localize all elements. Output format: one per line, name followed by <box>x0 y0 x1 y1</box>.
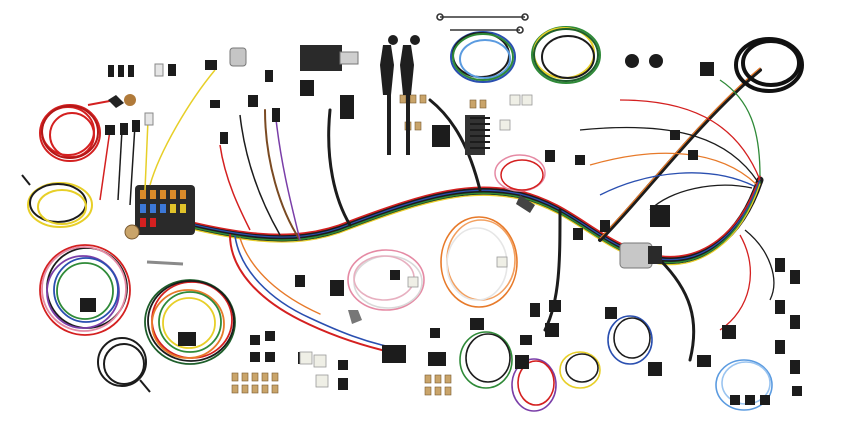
small-connectors <box>105 60 802 405</box>
dimmer-switch <box>619 242 662 269</box>
black-wire-coil <box>97 337 151 393</box>
right-wire-fan <box>579 79 775 331</box>
blue-wire-coil <box>450 31 516 83</box>
small-wire-coil-green <box>459 331 513 389</box>
multicolor-wire-coil-center <box>144 279 236 365</box>
main-trunk-harness <box>146 67 764 362</box>
green-yellow-wire-coil <box>531 26 601 84</box>
ground-straps <box>436 13 529 34</box>
misc-parts <box>108 94 535 324</box>
small-wire-coil-purple <box>511 358 557 412</box>
bolt-rod <box>146 260 184 266</box>
connector <box>80 298 96 312</box>
small-wire-coil-blue <box>607 315 653 365</box>
fuse-block <box>124 185 195 240</box>
terminal-sets <box>231 94 487 396</box>
white-pink-wire-coil <box>347 249 425 311</box>
pink-wire-coil <box>494 154 546 192</box>
black-cable-coil <box>734 37 804 93</box>
left-pigtail-wires <box>99 69 301 241</box>
grommets <box>625 54 663 68</box>
yellow-black-wire-coil <box>21 174 93 228</box>
red-wire-coil <box>39 99 116 162</box>
rubber-boots <box>380 35 420 155</box>
connector <box>178 332 196 346</box>
small-wire-coil-yellow <box>559 351 601 389</box>
comb-connector <box>470 117 490 149</box>
white-connectors <box>299 94 533 388</box>
headlight-switch <box>229 45 359 71</box>
multicolor-wire-coil-left <box>39 244 131 336</box>
